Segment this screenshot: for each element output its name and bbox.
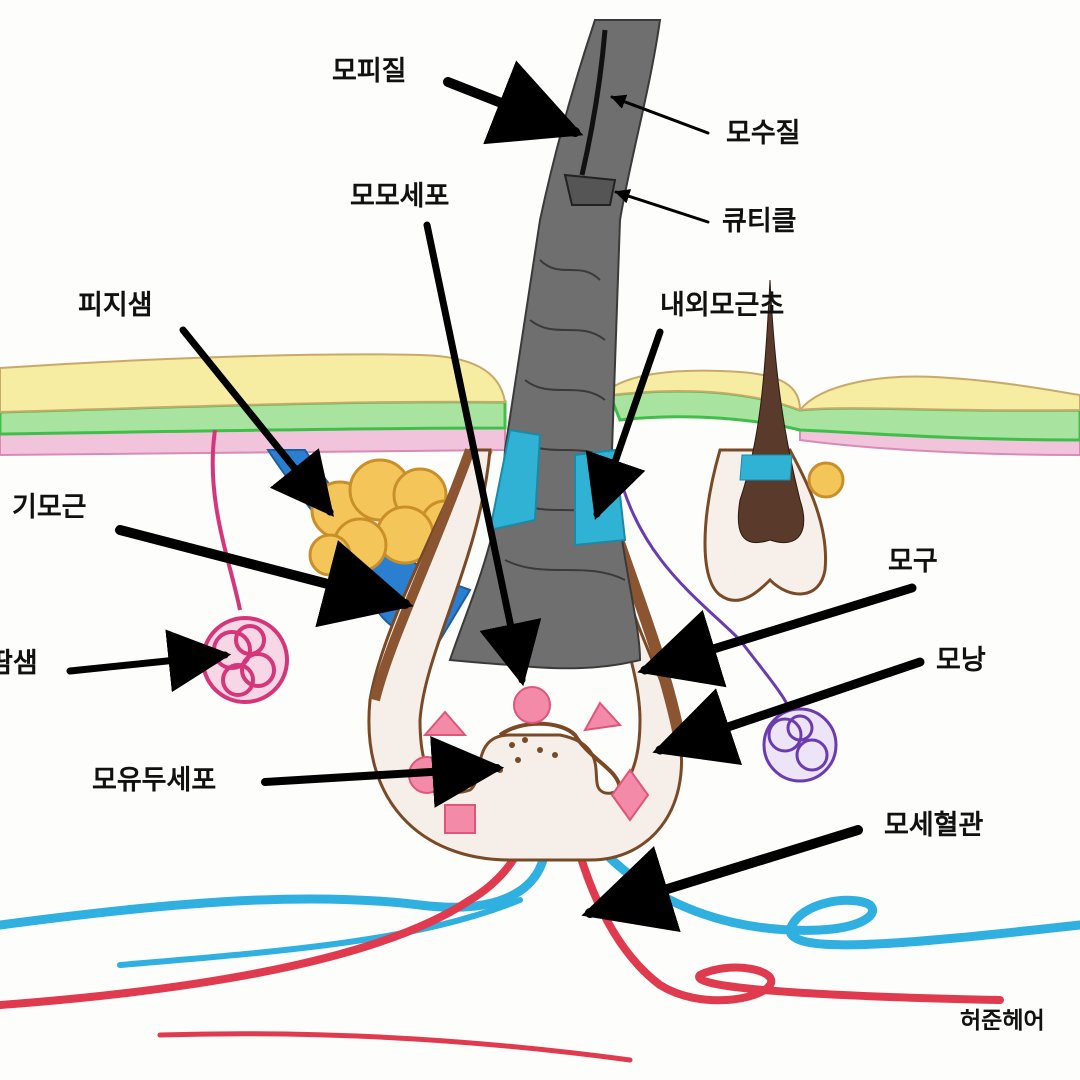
vein-branch xyxy=(117,897,523,968)
label-hair-bulb: 모구 xyxy=(888,546,938,577)
label-cortex: 모피질 xyxy=(332,56,407,87)
arrow-papilla xyxy=(261,735,505,808)
label-medulla: 모수질 xyxy=(726,118,801,149)
epidermis-layer-right xyxy=(597,369,802,412)
label-arrows xyxy=(66,60,925,933)
arrow-cuticle xyxy=(614,189,710,224)
label-papilla-cell: 모유두세포 xyxy=(92,765,217,796)
nerve-gland xyxy=(616,469,838,783)
arrow-follicle xyxy=(652,657,925,765)
epidermis-layer xyxy=(0,353,507,414)
skin-layers xyxy=(0,353,1080,457)
label-sweat-gland: 땀샘 xyxy=(0,648,38,679)
arrow-capillary xyxy=(581,825,863,933)
label-root-sheath: 내외모근초 xyxy=(660,290,785,321)
small-follicle xyxy=(703,279,845,602)
arrow-root-sheath xyxy=(585,328,664,520)
label-arrector-pili: 기모근 xyxy=(12,492,87,523)
epidermis-layer-far-right xyxy=(797,375,1080,412)
label-capillary: 모세혈관 xyxy=(884,810,984,841)
arrow-cortex xyxy=(443,60,584,145)
arrow-arrector xyxy=(115,525,414,628)
artery-branch xyxy=(157,1031,633,1063)
label-matrix-cell: 모모세포 xyxy=(350,181,450,212)
label-sebaceous-gland: 피지샘 xyxy=(78,290,153,321)
arrow-bulb xyxy=(637,583,917,688)
arrow-sebaceous xyxy=(179,326,334,517)
arrow-matrix-cell xyxy=(423,221,542,687)
watermark: 허준헤어 xyxy=(960,1008,1045,1034)
label-follicle: 모낭 xyxy=(936,645,986,676)
arrow-sweat xyxy=(66,629,232,693)
arrow-medulla xyxy=(610,94,710,135)
label-cuticle: 큐티클 xyxy=(722,206,797,237)
